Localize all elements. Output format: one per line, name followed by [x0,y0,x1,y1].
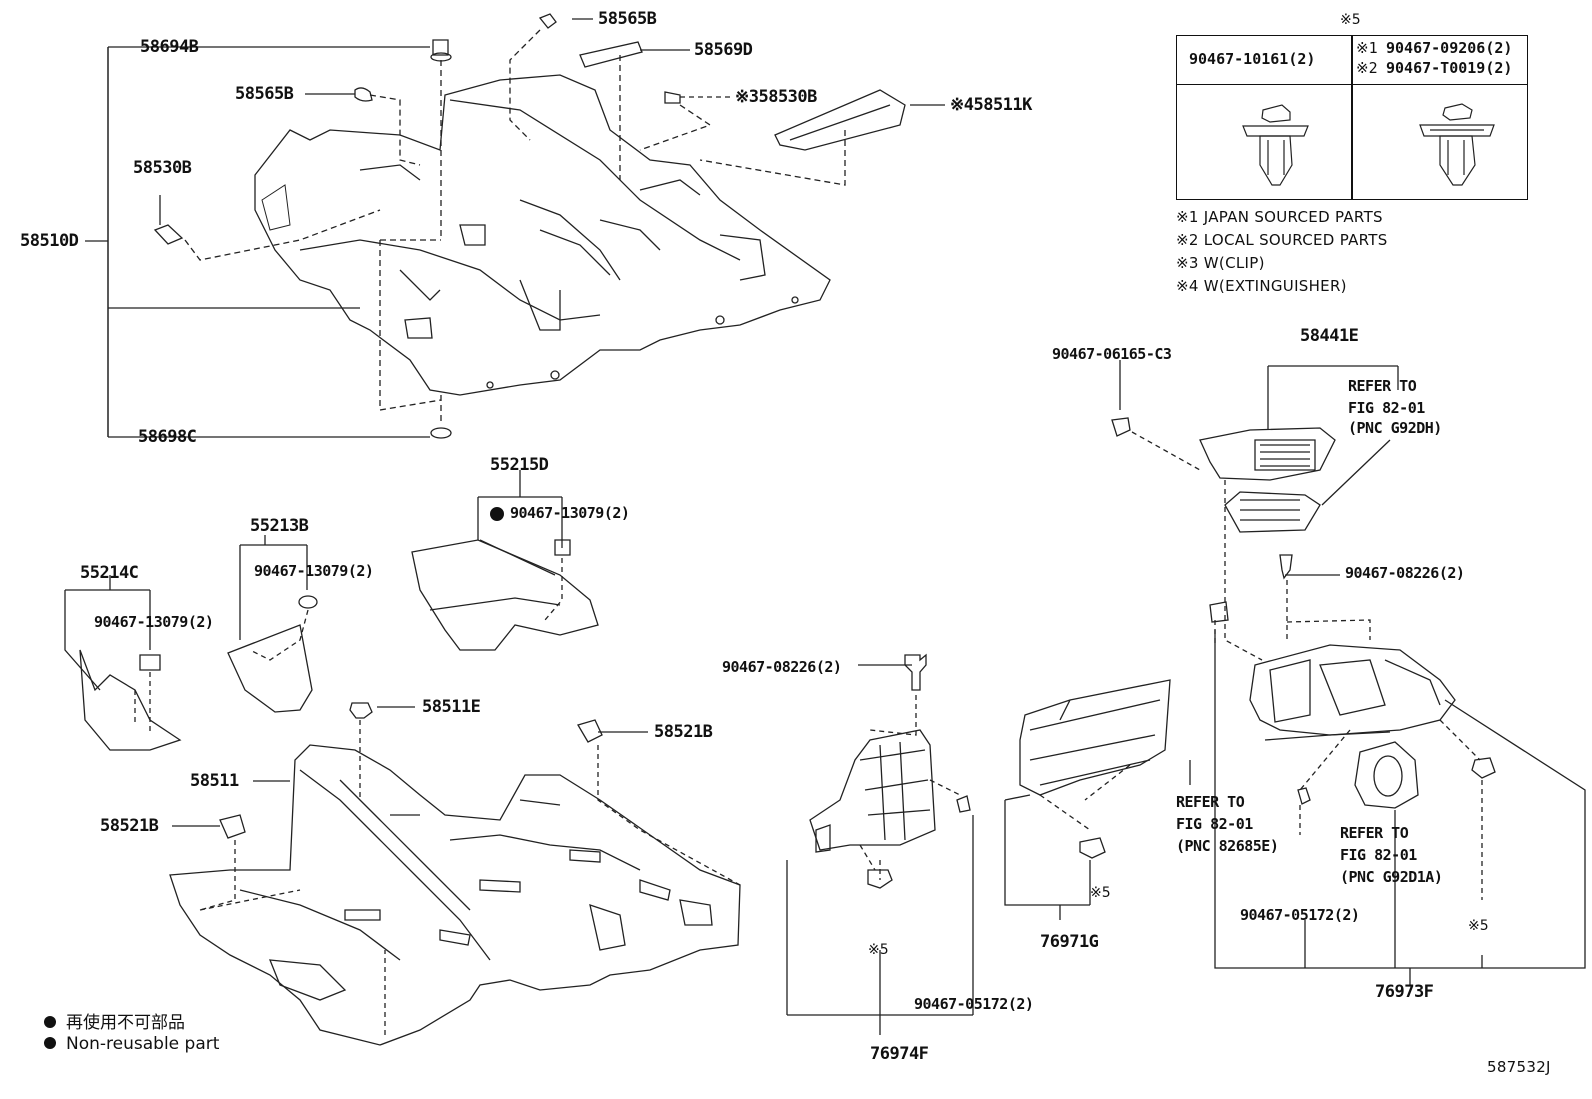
table-divider [1351,36,1353,199]
mark-5-76971G: ※5 [1090,885,1111,901]
label-58441E: 58441E [1300,326,1359,346]
label-58565B-left: 58565B [235,84,294,104]
label-90467-08226-a: 90467-08226(2) [1345,564,1465,582]
label-76973F: 76973F [1375,982,1434,1002]
legend-en-text: Non-reusable part [66,1034,220,1054]
clip-icons-top [153,13,681,439]
clip-part-right-2: 90467-T0019(2) [1386,59,1513,77]
mark-5-76974F: ※5 [868,942,889,958]
floor-carpet-58511-illustration [169,744,741,1046]
legend-jp: 再使用不可部品 [44,1008,185,1033]
ref-82685e-1: REFER TO [1176,793,1245,811]
label-90467-13079-c: 90467-13079(2) [94,613,214,631]
ref-g92d1a-3: (PNC G92D1A) [1340,868,1443,886]
note-3: ※3 W(CLIP) [1176,254,1265,272]
ref-g92d1a-2: FIG 82-01 [1340,846,1417,864]
non-reusable-dot [490,507,504,521]
ref-g92dh-1: REFER TO [1348,377,1417,395]
clip-part-right-1: 90467-09206(2) [1386,39,1513,57]
label-90467-05172-b: 90467-05172(2) [914,995,1034,1013]
legend-dot-icon [44,1037,56,1049]
clip-table-drawings [1242,103,1495,186]
legend-dot-icon [44,1016,56,1028]
label-58565B-top: 58565B [598,9,657,29]
label-90467-13079-b: 90467-13079(2) [254,562,374,580]
ref-82685e-3: (PNC 82685E) [1176,837,1279,855]
clip-reference-table: 90467-10161(2) ※1 90467-09206(2) ※2 9046… [1176,35,1528,200]
floor-carpet-58510D-illustration [254,74,831,396]
ref-g92d1a-1: REFER TO [1340,824,1409,842]
note-1: ※1 JAPAN SOURCED PARTS [1176,208,1383,226]
ref-82685e-2: FIG 82-01 [1176,815,1253,833]
label-90467-05172-a: 90467-05172(2) [1240,906,1360,924]
label-55215D: 55215D [490,455,549,475]
clip-part-left: 90467-10161(2) [1189,50,1316,68]
diagram-code: 587532J [1487,1058,1551,1076]
label-55214C: 55214C [80,563,139,583]
label-55213B: 55213B [250,516,309,536]
mark-2: ※2 [1356,59,1378,77]
legend-en: Non-reusable part [44,1034,219,1054]
label-58521B-right: 58521B [654,722,713,742]
label-58569D: 58569D [694,40,753,60]
ref-g92dh-3: (PNC G92DH) [1348,419,1442,437]
label-58510D: 58510D [20,231,79,251]
label-90467-06165-C3: 90467-06165-C3 [1052,345,1172,363]
legend-jp-text: 再使用不可部品 [66,1013,185,1033]
note-2: ※2 LOCAL SOURCED PARTS [1176,231,1388,249]
label-58694B: 58694B [140,37,199,57]
table-header-right: ※1 90467-09206(2) ※2 90467-T0019(2) [1352,36,1527,85]
ref-g92dh-2: FIG 82-01 [1348,399,1425,417]
note-4: ※4 W(EXTINGUISHER) [1176,277,1347,295]
label-58530B-left: 58530B [133,158,192,178]
label-58530B-right: ※358530B [735,87,817,107]
label-58511: 58511 [190,771,239,791]
label-58511K: ※458511K [950,95,1032,115]
label-76974F: 76974F [870,1044,929,1064]
label-76971G: 76971G [1040,932,1099,952]
label-58521B-left: 58521B [100,816,159,836]
mark-1: ※1 [1356,39,1378,57]
table-mark-5: ※5 [1340,12,1361,28]
label-58511E: 58511E [422,697,481,717]
label-58698C: 58698C [138,427,197,447]
label-90467-08226-b: 90467-08226(2) [722,658,842,676]
mark-5-76973F: ※5 [1468,918,1489,934]
label-90467-13079-a: 90467-13079(2) [510,504,630,522]
table-header-left: 90467-10161(2) [1177,36,1351,85]
